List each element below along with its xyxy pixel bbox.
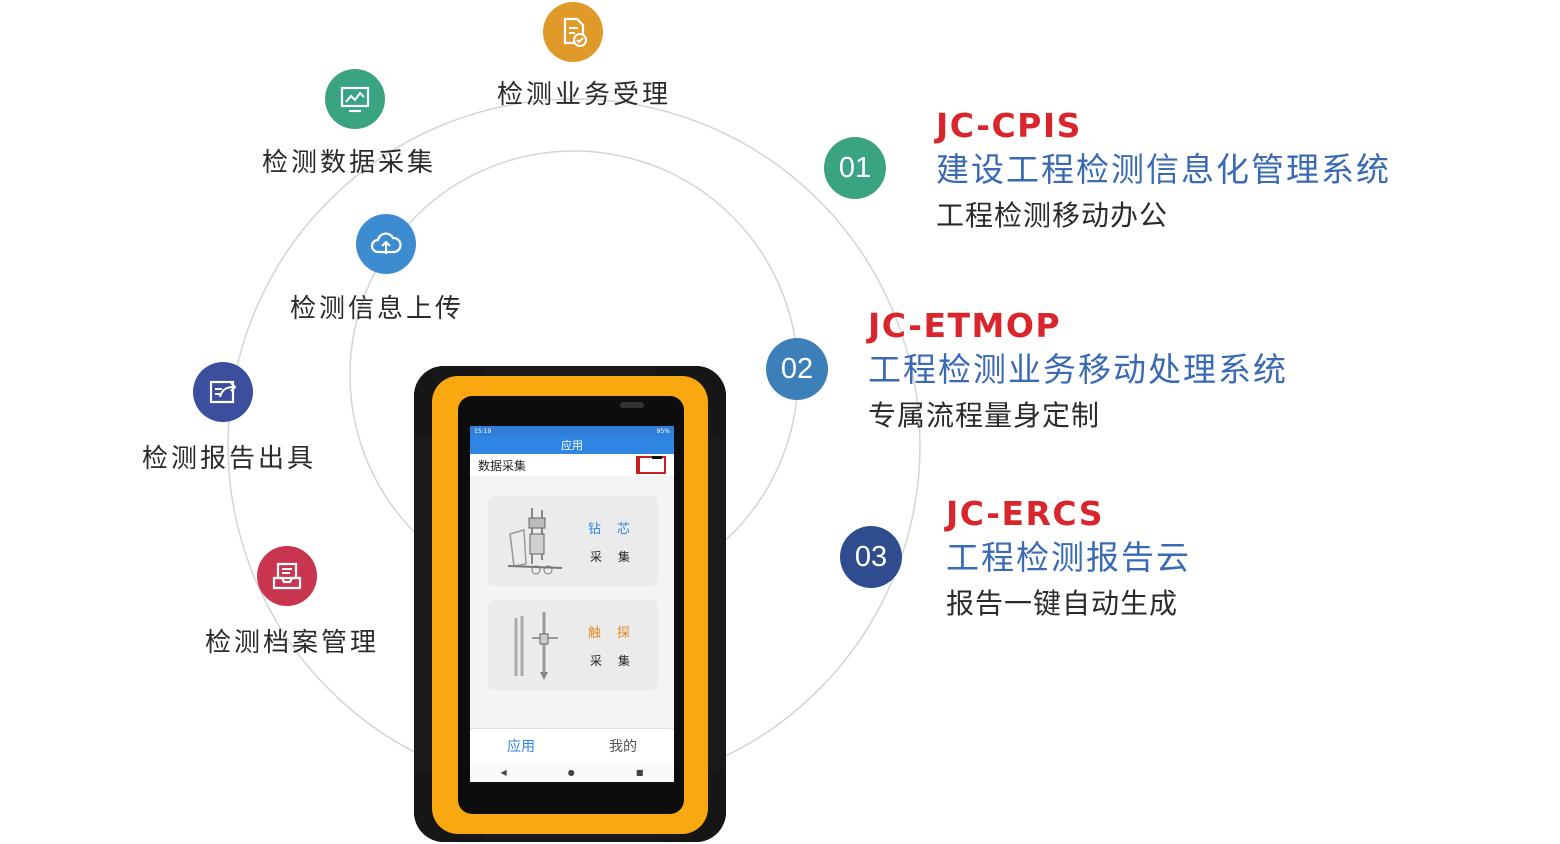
function-node-report[interactable]: [193, 362, 253, 422]
system-desc: 专属流程量身定制: [868, 399, 1101, 432]
system-number-03: 03: [840, 526, 902, 588]
status-bar: 15:19 95%: [470, 426, 674, 436]
speaker-slot: [620, 402, 644, 408]
system-block-etmop: JC-ETMOP 工程检测业务移动处理系统 专属流程量身定制: [868, 306, 1288, 438]
back-icon[interactable]: ◀: [500, 767, 507, 777]
system-name: 工程检测报告云: [946, 538, 1191, 577]
tab-apps[interactable]: 应用: [507, 739, 535, 755]
app-title-bar: 应用: [470, 436, 674, 454]
system-block-cpis: JC-CPIS 建设工程检测信息化管理系统 工程检测移动办公: [936, 106, 1391, 238]
function-node-data-collection[interactable]: [325, 69, 385, 129]
document-check-icon: [556, 15, 590, 49]
tab-mine[interactable]: 我的: [609, 739, 637, 755]
penetrometer-icon: [514, 612, 558, 680]
tablet-screen: 15:19 95% 应用 数据采集: [470, 426, 674, 782]
page-title: 数据采集: [478, 458, 527, 473]
cloud-upload-icon: [369, 227, 403, 261]
app-title: 应用: [561, 439, 583, 452]
card-subtitle: 采集: [590, 550, 647, 564]
rugged-tablet: 15:19 95% 应用 数据采集: [414, 366, 726, 842]
system-desc: 工程检测移动办公: [936, 199, 1169, 232]
system-number-01: 01: [824, 137, 886, 199]
home-icon[interactable]: ●: [567, 767, 575, 777]
function-node-acceptance[interactable]: [543, 2, 603, 62]
status-time: 15:19: [474, 427, 492, 435]
function-label-report: 检测报告出具: [142, 444, 317, 474]
chart-monitor-icon: [338, 82, 372, 116]
ct-logo-icon: [636, 456, 666, 474]
function-label-upload: 检测信息上传: [290, 294, 465, 324]
system-name: 建设工程检测信息化管理系统: [936, 150, 1391, 189]
function-label-data-collection: 检测数据采集: [262, 148, 437, 178]
system-name: 工程检测业务移动处理系统: [868, 350, 1288, 389]
core-drill-machine-icon: [507, 508, 563, 575]
page-header: 数据采集: [470, 454, 674, 476]
system-code: JC-ERCS: [946, 494, 1105, 533]
bottom-tab-bar: 应用 我的: [470, 728, 674, 763]
function-label-archive: 检测档案管理: [205, 628, 380, 658]
drill-core-collection-card[interactable]: 钻芯 采集: [488, 496, 658, 586]
system-code: JC-ETMOP: [868, 306, 1062, 345]
function-node-upload[interactable]: [356, 214, 416, 274]
system-number-02: 02: [766, 338, 828, 400]
card-title: 触探: [588, 626, 647, 641]
archive-box-icon: [270, 559, 304, 593]
system-desc: 报告一键自动生成: [946, 587, 1179, 620]
recents-icon[interactable]: ■: [635, 767, 644, 777]
status-battery: 95%: [656, 427, 670, 435]
card-title: 钻芯: [588, 522, 647, 537]
system-code: JC-CPIS: [936, 106, 1082, 145]
card-subtitle: 采集: [590, 654, 647, 668]
function-label-acceptance: 检测业务受理: [497, 80, 672, 110]
report-export-icon: [206, 375, 240, 409]
system-block-ercs: JC-ERCS 工程检测报告云 报告一键自动生成: [946, 494, 1191, 626]
penetration-collection-card[interactable]: 触探 采集: [488, 600, 658, 690]
function-node-archive[interactable]: [257, 546, 317, 606]
android-nav-bar: ◀ ● ■: [470, 762, 674, 782]
